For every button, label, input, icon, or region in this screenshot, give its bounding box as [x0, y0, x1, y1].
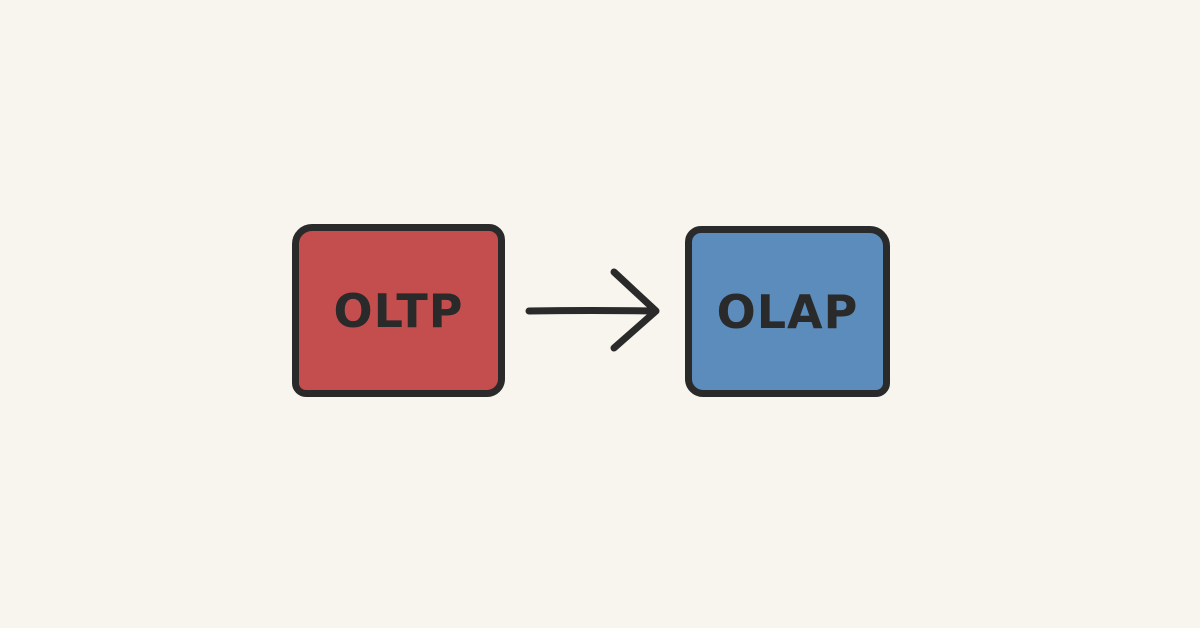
oltp-node-label: OLTP: [333, 283, 464, 338]
olap-node-label: OLAP: [716, 284, 859, 339]
oltp-node: OLTP: [292, 224, 505, 397]
oltp-to-olap-arrow: [525, 268, 660, 352]
arrow-shaft: [525, 307, 659, 315]
arrow-head: [610, 268, 660, 352]
olap-node: OLAP: [685, 226, 890, 397]
